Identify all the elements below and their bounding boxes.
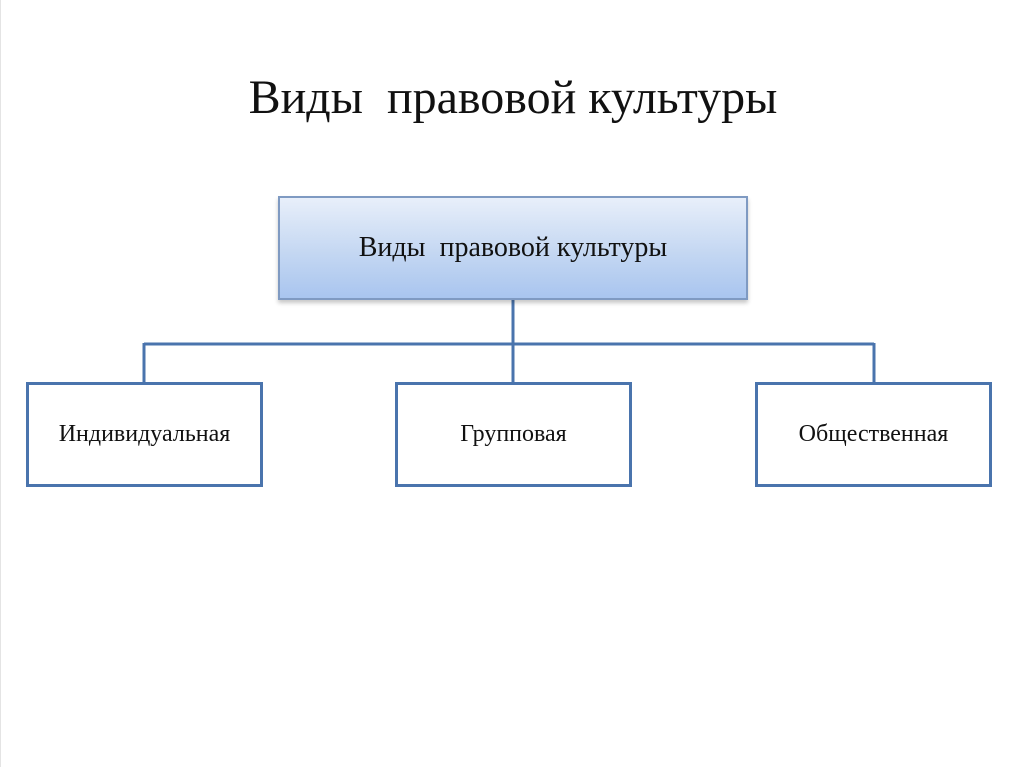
child-node-label: Общественная (798, 421, 949, 447)
child-node-group: Групповая (395, 382, 632, 487)
slide-title: Виды правовой культуры (248, 71, 778, 124)
child-node-label: Групповая (460, 421, 567, 447)
root-node-label: Виды правовой культуры (358, 232, 668, 263)
child-node-label: Индивидуальная (58, 421, 231, 447)
child-node-public: Общественная (755, 382, 992, 487)
root-node: Виды правовой культуры (278, 196, 748, 300)
child-node-individual: Индивидуальная (26, 382, 263, 487)
